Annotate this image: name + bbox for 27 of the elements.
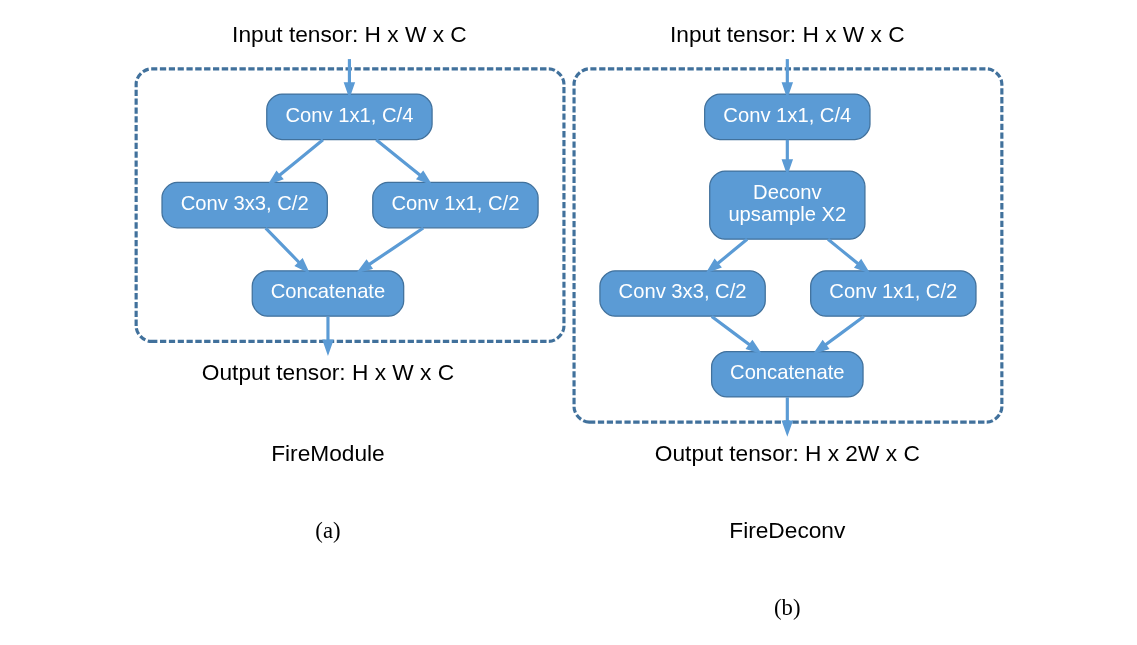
arrow xyxy=(266,138,324,186)
arrow xyxy=(812,315,865,355)
arrow xyxy=(264,226,310,274)
label: (a) xyxy=(314,517,341,543)
arrow xyxy=(355,226,424,274)
arrow xyxy=(826,238,870,274)
arrow xyxy=(781,397,793,437)
arrow xyxy=(705,238,748,274)
node-box: Conv 1x1, C/2 xyxy=(371,181,539,229)
node-box: Conv 1x1, C/4 xyxy=(703,93,871,141)
node-text: Output tensor: H x W x C xyxy=(201,358,454,385)
label: FireModule xyxy=(270,439,385,466)
arrow xyxy=(710,315,762,355)
arrow xyxy=(321,316,334,357)
node-box: Conv 1x1, C/4 xyxy=(265,93,433,141)
node-box: Conv 3x3, C/2 xyxy=(598,270,766,317)
node-box: Concatenate xyxy=(710,350,864,398)
node-text: Input tensor: H x W x C xyxy=(669,20,905,47)
node-box: Conv 3x3, C/2 xyxy=(160,181,328,229)
node-text: Output tensor: H x 2W x C xyxy=(654,439,920,466)
node-box: Conv 1x1, C/2 xyxy=(809,270,977,317)
node-text: Input tensor: H x W x C xyxy=(231,20,467,47)
node-box: Deconv upsample X2 xyxy=(708,170,866,240)
label: (b) xyxy=(773,594,801,620)
node-box: Concatenate xyxy=(251,270,404,317)
arrow xyxy=(374,138,432,186)
label: FireDeconv xyxy=(728,516,845,543)
